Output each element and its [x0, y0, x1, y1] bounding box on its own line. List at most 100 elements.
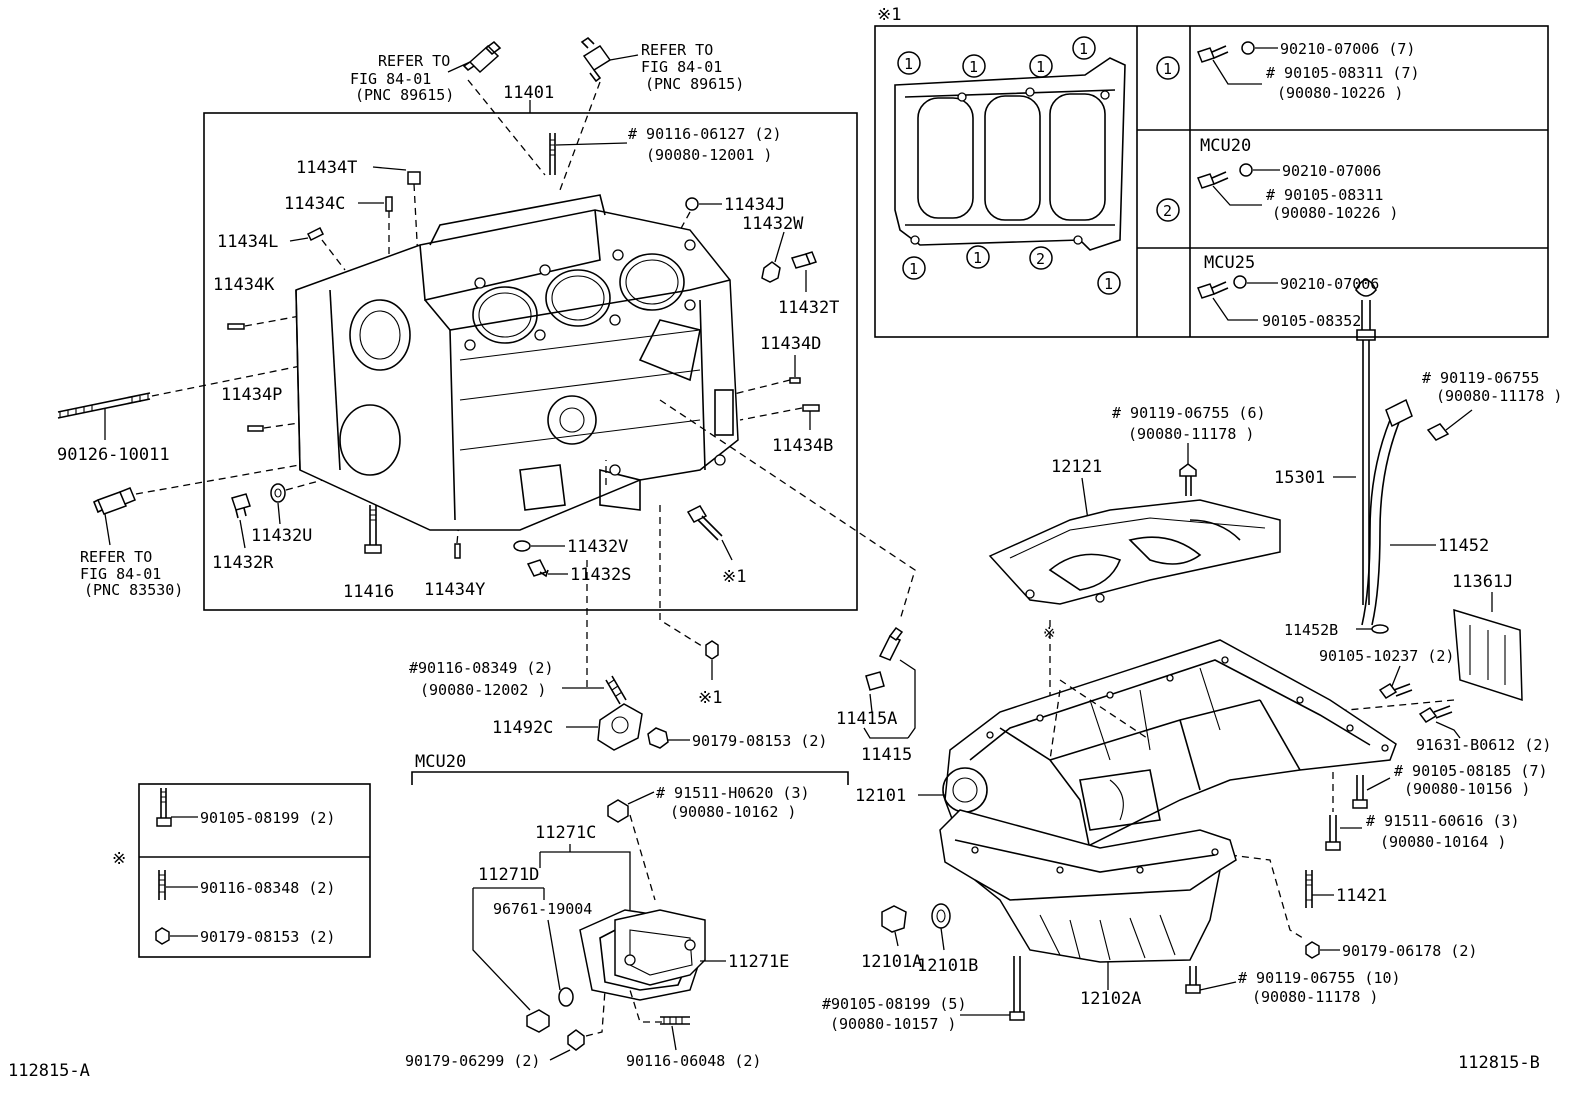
bolt-table-row1-part1: 90210-07006 (7) [1280, 40, 1415, 58]
label-11434Y: 11434Y [424, 580, 485, 600]
label-91511-60616: # 91511-60616 (3) [1366, 812, 1520, 830]
bolt-icon-row2 [1197, 163, 1253, 189]
label-90119-06755-top: # 90119-06755 [1422, 369, 1539, 387]
bolt-table: ※1 1 1 1 1 1 [874, 5, 1549, 338]
plug-11432R [231, 493, 251, 519]
legend-item-3: 90179-08153 (2) [200, 928, 335, 946]
bolt-11416 [364, 505, 382, 554]
legend-item-1: 90105-08199 (2) [200, 809, 335, 827]
label-11432U: 11432U [251, 526, 312, 546]
label-11361J: 11361J [1452, 572, 1513, 592]
svg-text:1: 1 [909, 260, 918, 278]
refer-tr-2: FIG 84-01 [641, 58, 722, 76]
bolt-table-row2-key: 2 [1163, 202, 1172, 220]
stud-11421 [1305, 870, 1313, 908]
label-11271D: 11271D [478, 865, 539, 885]
mcu20-group-title: MCU20 [415, 752, 466, 772]
label-11415: 11415 [861, 745, 912, 765]
oil-pan-group: # 90119-06755 (6) (90080-11178 ) 12121 ※… [822, 279, 1562, 1033]
label-90126-10011: 90126-10011 [57, 445, 170, 465]
bolt-table-row2-part1: 90210-07006 [1282, 162, 1381, 180]
svg-text:1: 1 [1036, 58, 1045, 76]
bolt-position-markers: 1 1 1 1 1 1 2 1 [897, 36, 1121, 295]
bolt-table-row2-part3: (90080-10226 ) [1272, 204, 1398, 222]
label-11492C: 11492C [492, 718, 553, 738]
legend-item-2: 90116-08348 (2) [200, 879, 335, 897]
label-11452B: 11452B [1284, 621, 1338, 639]
label-90119-06755-6: # 90119-06755 (6) [1112, 404, 1266, 422]
label-90080-11178-a: (90080-11178 ) [1128, 425, 1254, 443]
cylinder-block-group: 11401 REFER TO FIG 84-01 (PNC 89615) REF… [57, 36, 916, 649]
oil-pressure-sensor-right [580, 36, 612, 83]
label-90080-10157: (90080-10157 ) [830, 1015, 956, 1033]
label-90080-11178-c: (90080-11178 ) [1252, 988, 1378, 1006]
label-11432T: 11432T [778, 298, 839, 318]
label-11434B: 11434B [772, 436, 833, 456]
label-90179-06299: 90179-06299 (2) [405, 1052, 540, 1070]
refer-tl-1: REFER TO [378, 52, 450, 70]
bolt-table-header: ※1 [877, 5, 901, 25]
bolt-91511-H0620 [607, 799, 629, 823]
label-11434P: 11434P [221, 385, 282, 405]
label-11434C: 11434C [284, 194, 345, 214]
label-12102A: 12102A [1080, 989, 1141, 1009]
refer-l-3: (PNC 83530) [84, 581, 183, 599]
label-mark1-b: ※1 [698, 688, 722, 708]
bolt-91511-60616 [1325, 815, 1341, 851]
stud-90116-06127 [549, 133, 556, 175]
label-11452: 11452 [1438, 536, 1489, 556]
label-90116-06048: 90116-06048 (2) [626, 1052, 761, 1070]
plug-11432T [790, 251, 817, 269]
gasket-11432V [513, 540, 531, 552]
pin-11434D [789, 377, 801, 384]
bolt-table-row1-part3: (90080-10226 ) [1277, 84, 1403, 102]
mcu20-bracket [411, 771, 849, 785]
label-90105-10237: 90105-10237 (2) [1319, 647, 1454, 665]
gasket-11432W [761, 261, 781, 283]
label-11434D: 11434D [760, 334, 821, 354]
label-90080-12002: (90080-12002 ) [420, 681, 546, 699]
bolt-mark1-a [686, 505, 723, 541]
legend-stud-icon [158, 870, 166, 900]
plug-90179-06299 [526, 1009, 550, 1033]
label-11434J: 11434J [724, 195, 785, 215]
bolt-table-row1-key: 1 [1163, 60, 1172, 78]
label-mark1-a: ※1 [722, 567, 746, 587]
stud-90116-08349 [605, 675, 627, 705]
refer-l-1: REFER TO [80, 548, 152, 566]
cylinder-block [295, 194, 739, 531]
oil-pressure-sensor-left [462, 40, 502, 74]
pin-11434Y [454, 543, 461, 559]
label-12101B: 12101B [917, 956, 978, 976]
svg-text:1: 1 [904, 55, 913, 73]
nut-90179-08153 [647, 727, 669, 749]
refer-tr-1: REFER TO [641, 41, 713, 59]
svg-text:1: 1 [1079, 40, 1088, 58]
bolt-90119-06755-10 [1185, 966, 1201, 994]
mark-x-pan: ※ [1043, 624, 1056, 642]
label-11415A: 11415A [836, 709, 897, 729]
cover-plate-11361J [1453, 608, 1523, 702]
label-90179-06178: 90179-06178 (2) [1342, 942, 1477, 960]
legend-nut-icon [155, 927, 170, 945]
oil-baffle-12121 [988, 499, 1281, 605]
label-11271C: 11271C [535, 823, 596, 843]
plug-11432S [526, 559, 549, 578]
refer-l-2: FIG 84-01 [80, 565, 161, 583]
figure-id-left: 112815-A [8, 1061, 90, 1081]
label-90080-10156: (90080-10156 ) [1404, 780, 1530, 798]
oil-filter-bracket-11271C [579, 909, 706, 1001]
oil-pan-lower-12102A [939, 809, 1237, 963]
bolt-90105-10237 [1378, 683, 1413, 699]
bolt-table-row2-variant: MCU20 [1200, 136, 1251, 156]
svg-text:1: 1 [973, 249, 982, 267]
o-ring-96761 [558, 987, 574, 1007]
bolt-icon-row1 [1197, 41, 1255, 63]
bolt-icon-row3 [1197, 275, 1247, 299]
label-90116-08349: #90116-08349 (2) [409, 659, 554, 677]
svg-text:2: 2 [1036, 250, 1045, 268]
label-12121: 12121 [1051, 457, 1102, 477]
bolt-table-row3-variant: MCU25 [1204, 253, 1255, 273]
legend-bolt-icon [156, 788, 172, 827]
